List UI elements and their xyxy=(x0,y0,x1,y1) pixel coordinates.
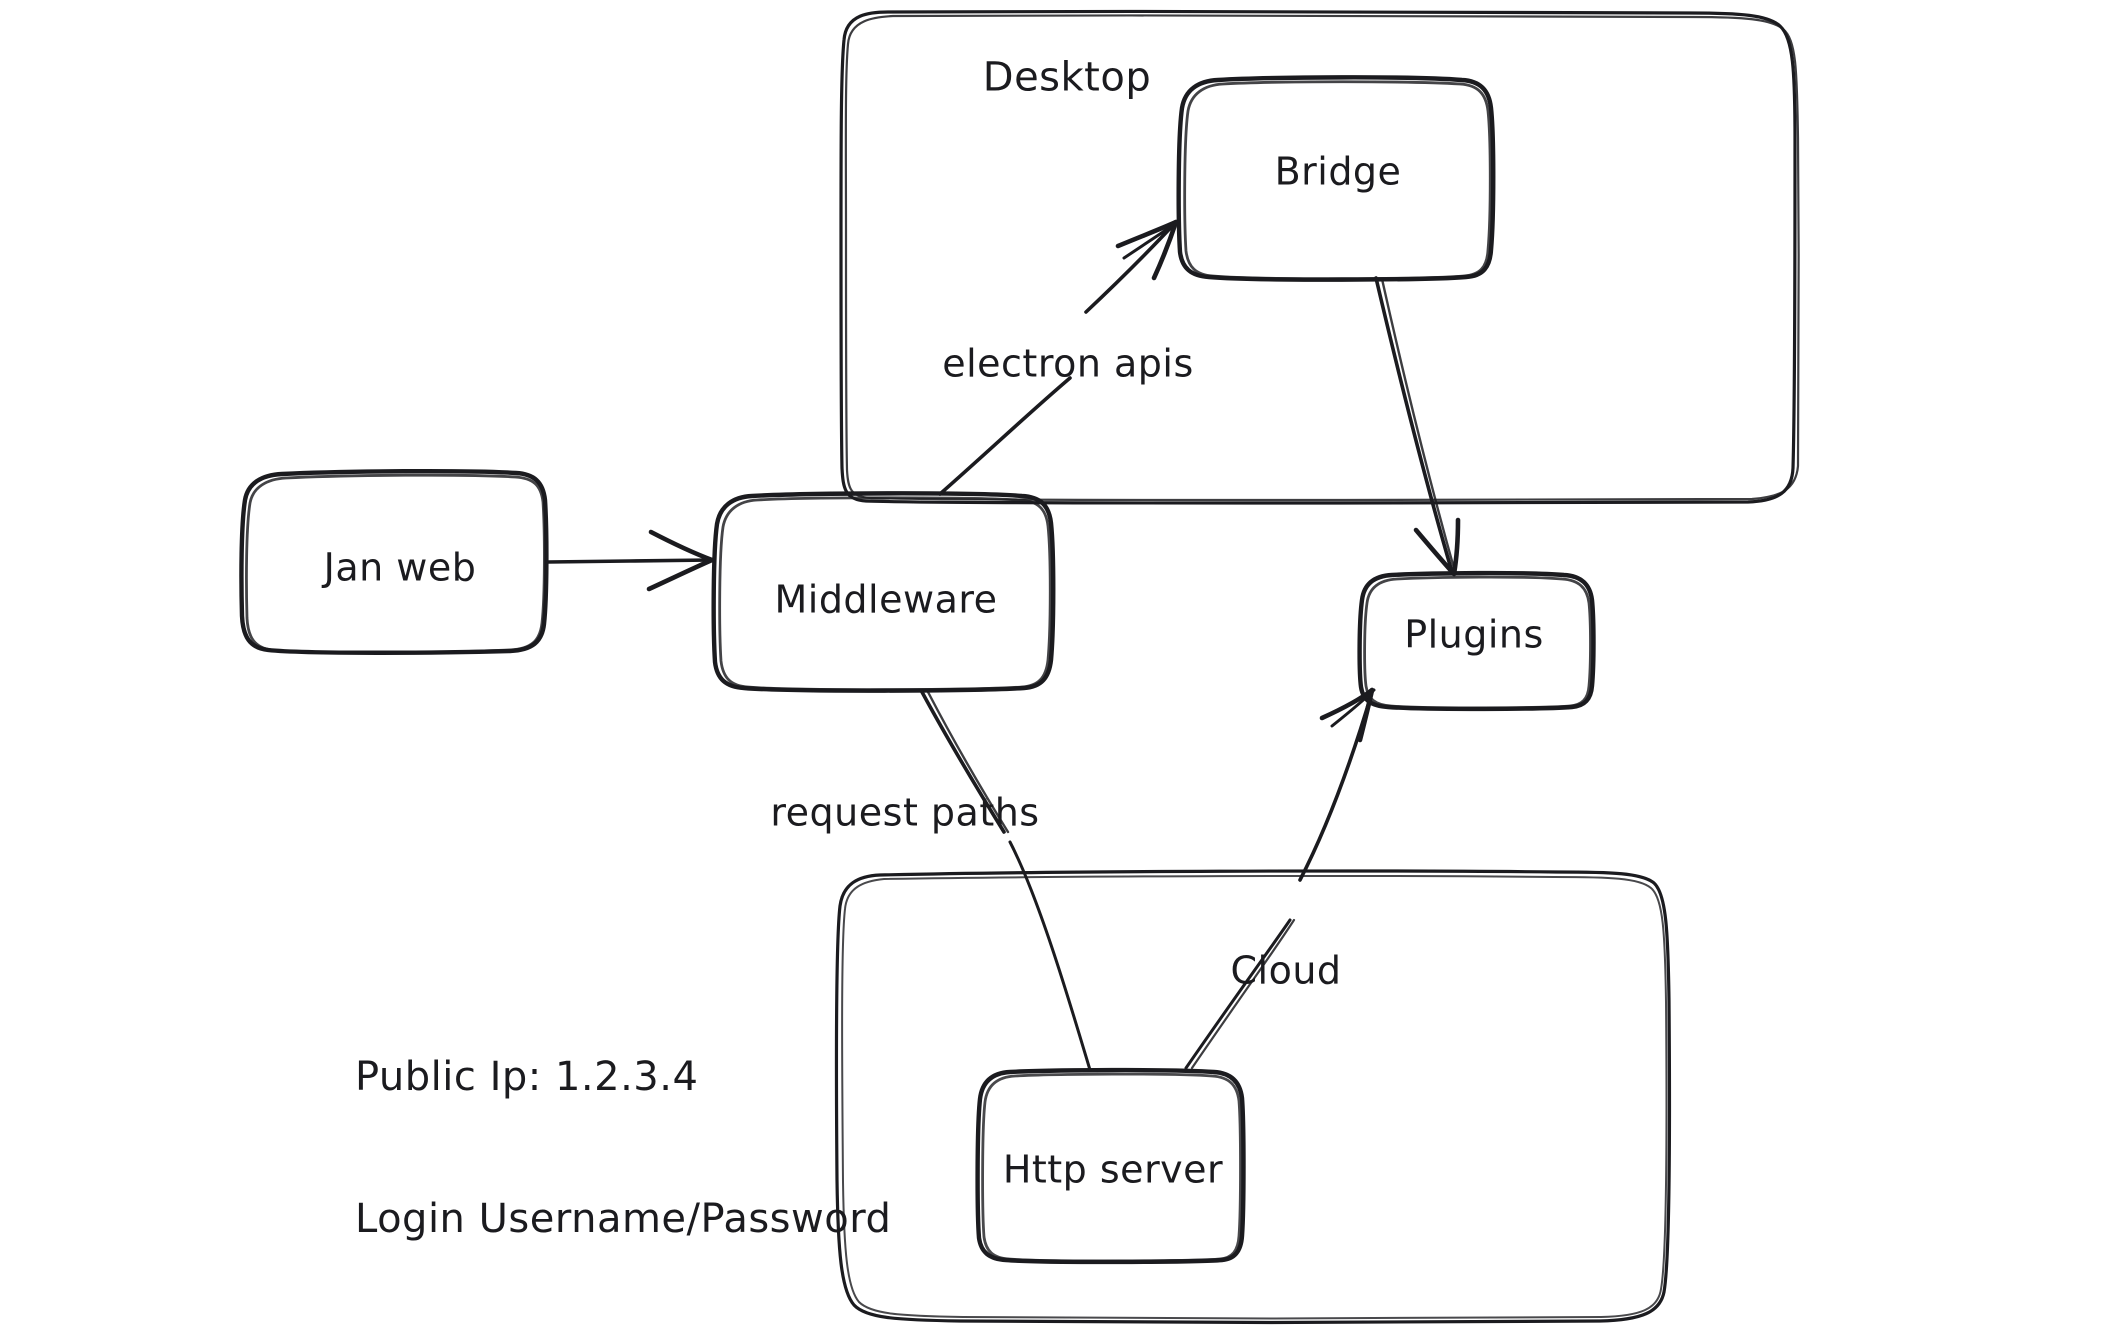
node-jan-web-shape[interactable] xyxy=(239,468,549,655)
node-label-jan-web: Jan web xyxy=(323,545,477,590)
node-label-plugins: Plugins xyxy=(1404,612,1544,657)
node-label-bridge: Bridge xyxy=(1274,149,1402,194)
node-plugins-shape[interactable] xyxy=(1357,570,1596,712)
edge-jan-web-to-middleware[interactable] xyxy=(546,529,715,592)
edge-middleware-to-bridge[interactable] xyxy=(938,219,1180,496)
edge-label-request-paths: request paths xyxy=(770,790,1040,835)
edge-http-server-to-plugins[interactable] xyxy=(1184,687,1376,1070)
edge-label-cloud: Cloud xyxy=(1230,948,1342,993)
edge-label-electron-apis: electron apis xyxy=(942,341,1194,386)
group-label-desktop: Desktop xyxy=(982,54,1152,101)
note-server-credentials: Public Ip: 1.2.3.4 Login Username/Passwo… xyxy=(355,960,891,1338)
node-http-server-shape[interactable] xyxy=(975,1067,1246,1265)
node-label-http-server: Http server xyxy=(1002,1147,1224,1192)
edge-bridge-to-plugins[interactable] xyxy=(1374,276,1461,577)
note-login-line: Login Username/Password xyxy=(355,1195,892,1242)
group-desktop-frame[interactable] xyxy=(839,9,1800,505)
edge-middleware-to-http-server[interactable] xyxy=(920,690,1092,1072)
group-cloud-frame[interactable] xyxy=(834,869,1672,1325)
node-bridge-shape[interactable] xyxy=(1176,75,1496,282)
node-label-middleware: Middleware xyxy=(774,577,998,622)
node-middleware-shape[interactable] xyxy=(711,491,1056,693)
note-public-ip-line: Public Ip: 1.2.3.4 xyxy=(355,1054,699,1101)
